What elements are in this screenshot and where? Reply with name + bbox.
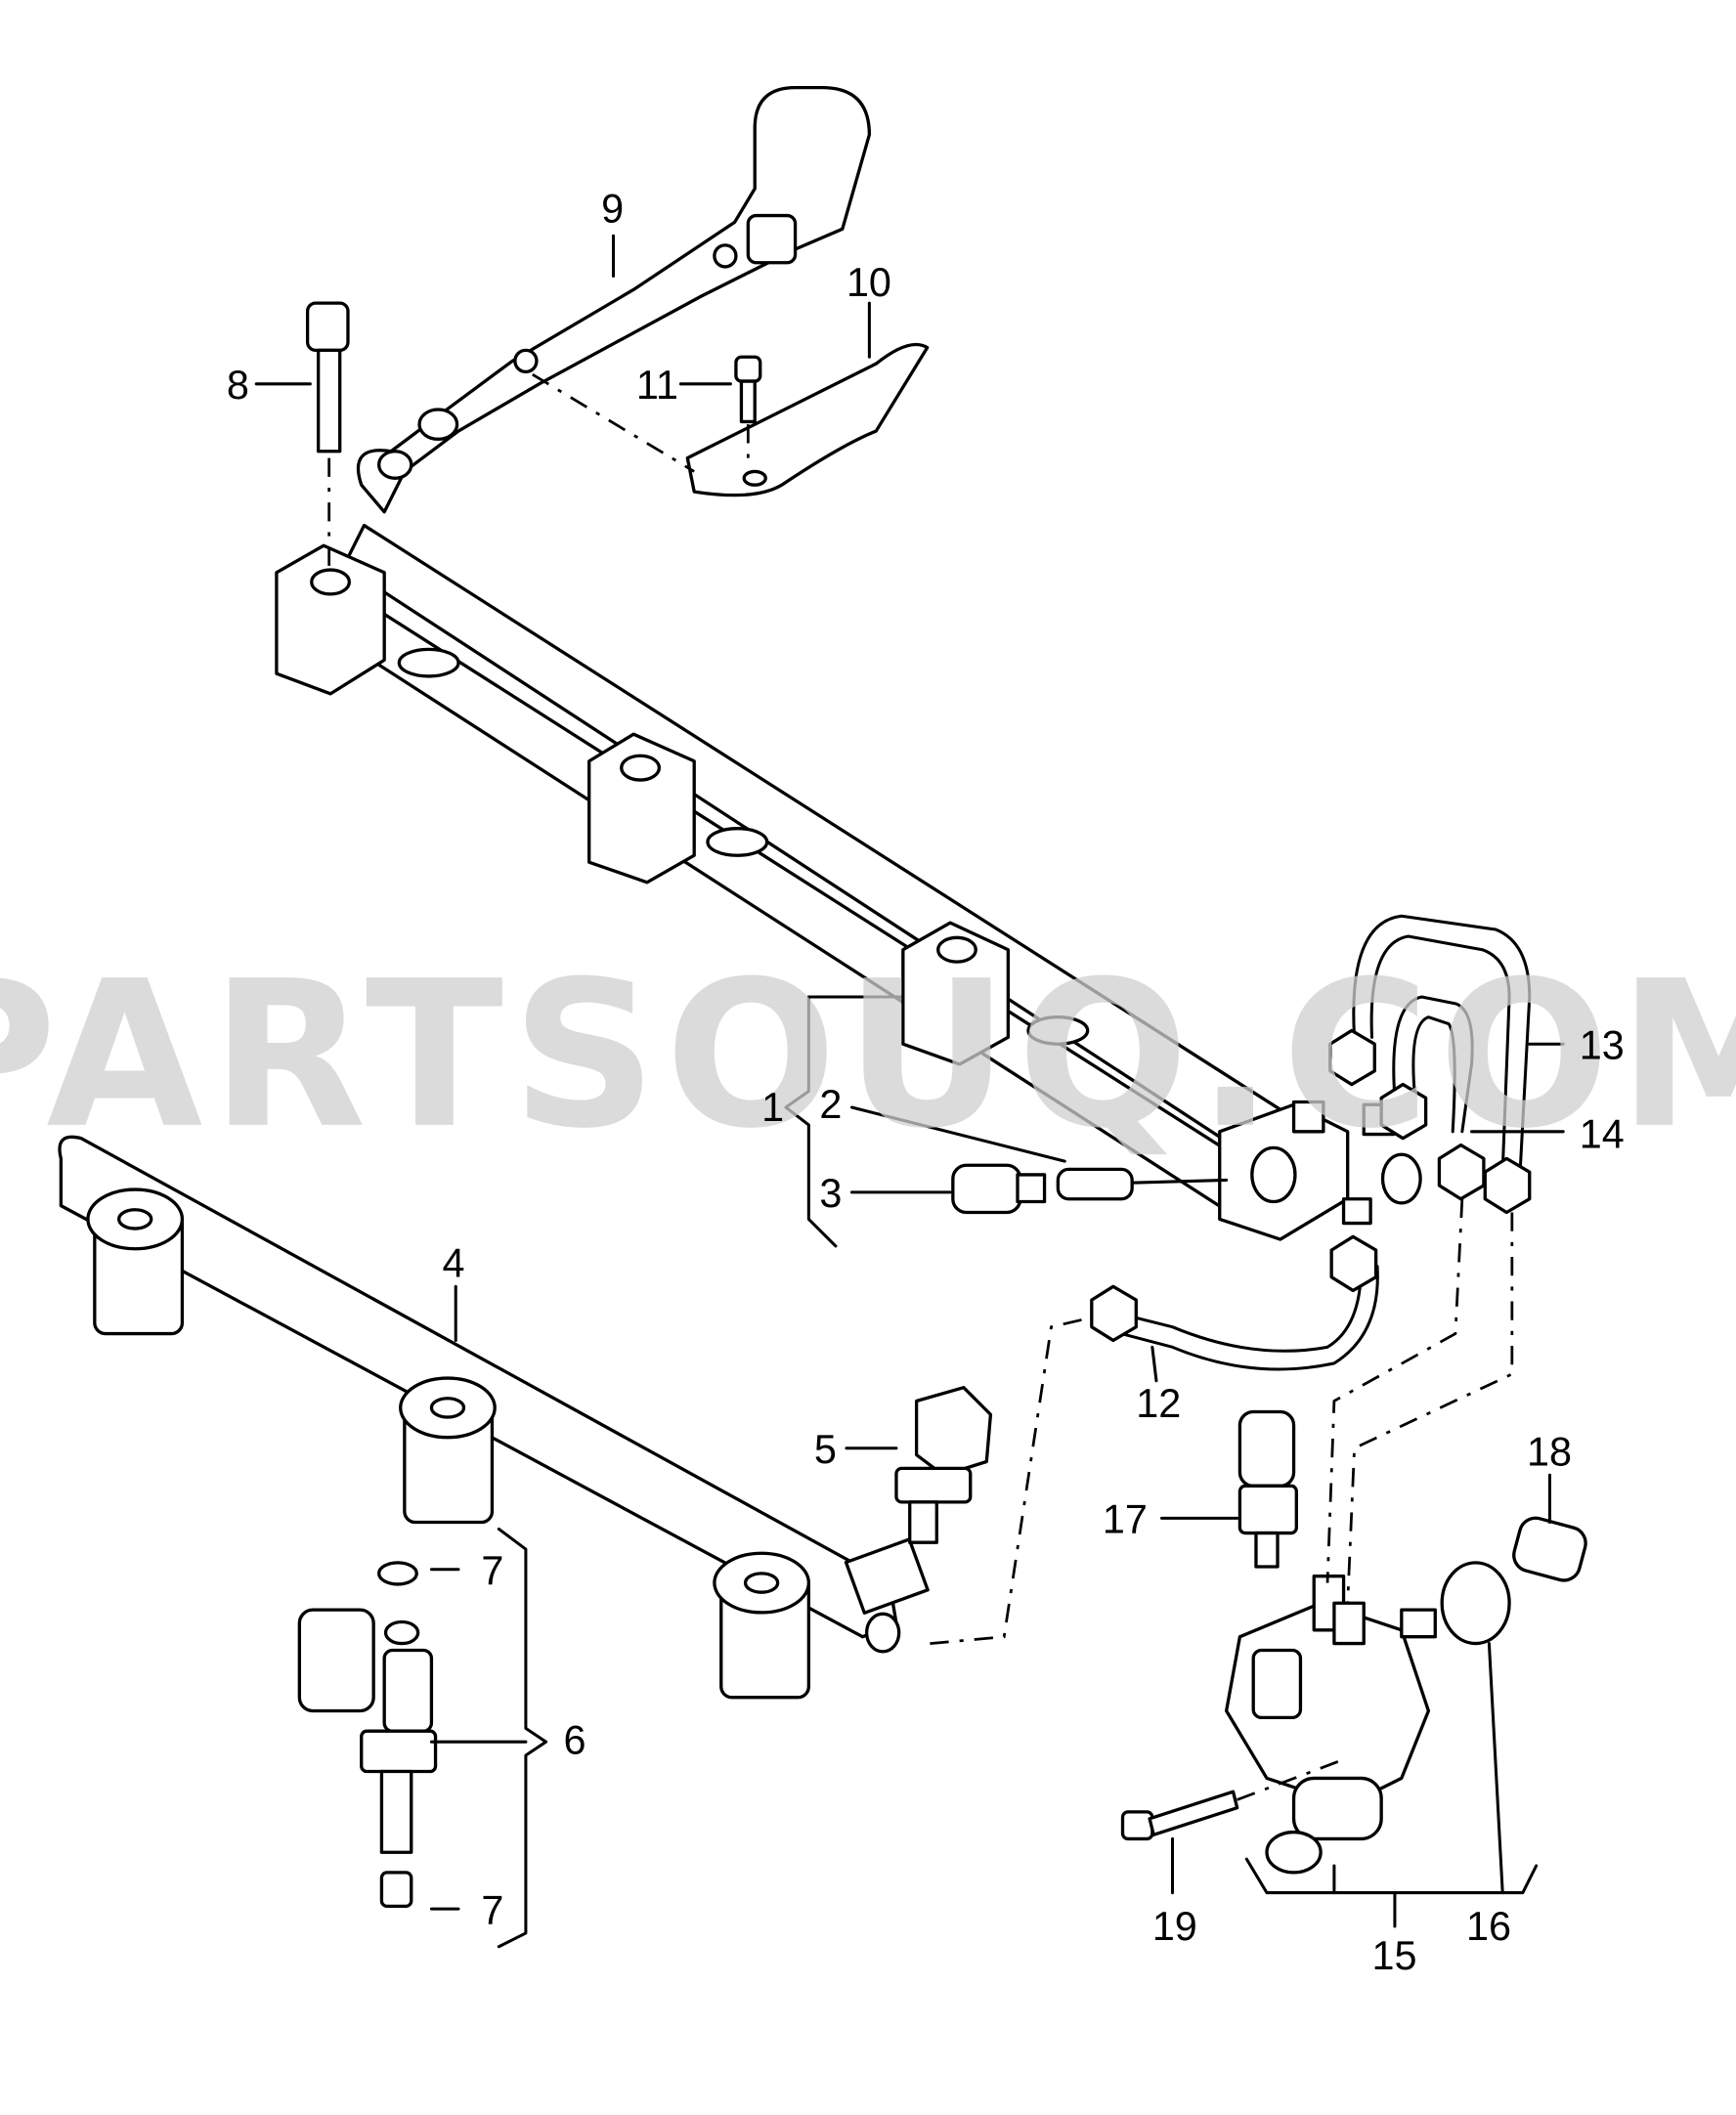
injector-cup (86, 1187, 185, 1336)
hose-part-9[interactable] (356, 85, 872, 514)
rail-mount-block (901, 921, 1011, 1066)
callout-19[interactable]: 19 (1152, 1904, 1197, 1949)
callout-8[interactable]: 8 (227, 363, 249, 408)
pressure-sensor-part-5[interactable] (894, 1386, 993, 1544)
o-ring-part-16[interactable] (1440, 1561, 1511, 1646)
sensor-part-17[interactable] (1237, 1409, 1298, 1569)
bolt-part-8[interactable] (305, 301, 350, 566)
callout-15[interactable]: 15 (1372, 1933, 1417, 1978)
callout-18[interactable]: 18 (1527, 1430, 1572, 1475)
callouts: 1 2 3 4 5 6 7 7 8 9 10 11 12 13 14 15 16… (227, 186, 1625, 1978)
rail-mount-block (587, 732, 696, 885)
bolt-part-19[interactable] (1120, 1756, 1349, 1841)
injector-part-6[interactable] (297, 1561, 438, 1909)
pipe-part-14[interactable] (1379, 995, 1486, 1201)
pressure-distributor-part-1[interactable] (1218, 1100, 1422, 1241)
injector-cup (713, 1551, 811, 1700)
fuel-rail-part-4[interactable] (58, 1135, 930, 1700)
callout-17[interactable]: 17 (1103, 1497, 1148, 1542)
callout-5[interactable]: 5 (814, 1427, 837, 1472)
callout-1[interactable]: 1 (761, 1085, 784, 1130)
watermark: PARTSOUQ.COM (0, 937, 1736, 1173)
rail-mount-block (275, 543, 386, 696)
bolt-part-11[interactable] (734, 355, 762, 465)
callout-7[interactable]: 7 (481, 1887, 503, 1932)
callout-10[interactable]: 10 (846, 260, 891, 305)
callout-7[interactable]: 7 (481, 1548, 503, 1593)
bracket-part-10[interactable] (685, 342, 930, 497)
fuel-pump-part-15[interactable] (1224, 1575, 1437, 1875)
plug-part-3[interactable] (951, 1163, 1047, 1215)
leader-lines (254, 234, 1565, 1949)
callout-4[interactable]: 4 (442, 1241, 464, 1286)
callout-16[interactable]: 16 (1466, 1904, 1511, 1949)
callout-12[interactable]: 12 (1136, 1381, 1181, 1426)
pipe-part-12[interactable] (1090, 1234, 1379, 1371)
pipe-part-13[interactable] (1328, 914, 1532, 1215)
callout-6[interactable]: 6 (563, 1718, 586, 1763)
cap-part-18[interactable] (1510, 1515, 1589, 1584)
callout-3[interactable]: 3 (819, 1171, 842, 1216)
callout-2[interactable]: 2 (819, 1082, 842, 1127)
fuel-rail-upper[interactable] (275, 523, 1316, 1222)
callout-13[interactable]: 13 (1580, 1022, 1625, 1067)
injector-cup (399, 1376, 497, 1525)
valve-part-2[interactable] (1056, 1167, 1229, 1201)
callout-14[interactable]: 14 (1580, 1111, 1625, 1156)
callout-11[interactable]: 11 (636, 363, 678, 408)
callout-9[interactable]: 9 (601, 186, 624, 231)
